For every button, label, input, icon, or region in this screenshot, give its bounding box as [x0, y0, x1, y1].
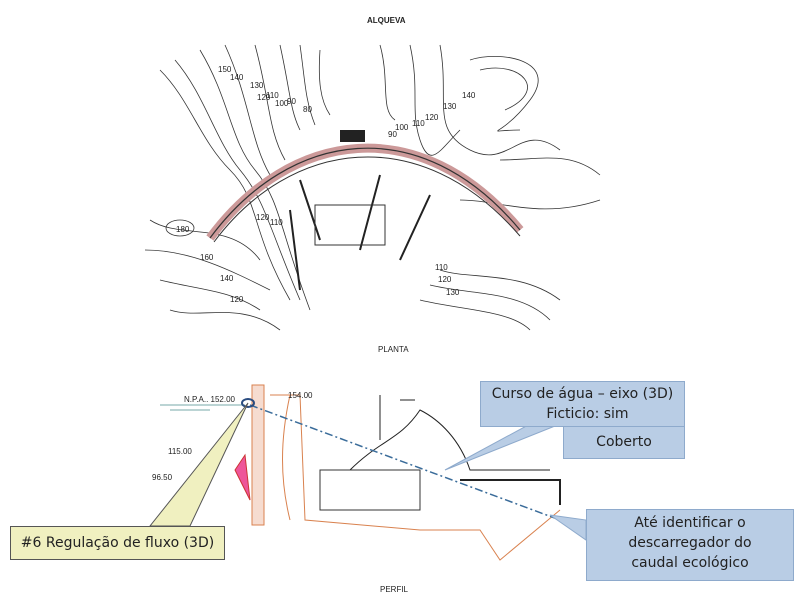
- flow-callout-pointer: [148, 402, 249, 527]
- svg-text:110: 110: [270, 218, 283, 227]
- svg-text:90: 90: [388, 130, 397, 139]
- title-planta: PLANTA: [378, 345, 409, 354]
- discharge-callout: Até identificar o descarregador do cauda…: [586, 509, 794, 581]
- plan-contours: [144, 44, 601, 331]
- svg-text:80: 80: [303, 105, 312, 114]
- svg-text:160: 160: [200, 253, 214, 262]
- profile-labels: N.P.A.. 152.00 154.00 115.00 96.50: [152, 391, 313, 482]
- svg-text:120: 120: [230, 295, 244, 304]
- svg-text:120: 120: [257, 93, 271, 102]
- title-alqueva: ALQUEVA: [367, 16, 406, 25]
- svg-text:110: 110: [266, 91, 279, 100]
- svg-text:130: 130: [446, 288, 460, 297]
- svg-text:140: 140: [462, 91, 476, 100]
- svg-text:110: 110: [412, 119, 425, 128]
- svg-text:120: 120: [425, 113, 439, 122]
- svg-text:180: 180: [176, 225, 190, 234]
- level-115-label: 115.00: [168, 447, 192, 456]
- title-perfil: PERFIL: [380, 585, 409, 594]
- svg-text:110: 110: [435, 263, 448, 272]
- svg-text:90: 90: [287, 97, 296, 106]
- svg-text:140: 140: [230, 73, 244, 82]
- watercourse-callout-line1: Curso de água – eixo (3D): [491, 386, 674, 402]
- level-96-label: 96.50: [152, 473, 173, 482]
- crest-label: 154.00: [288, 391, 313, 400]
- svg-text:100: 100: [395, 123, 409, 132]
- npa-label: N.P.A.. 152.00: [184, 395, 236, 404]
- discharge-callout-pointer: [549, 514, 587, 541]
- svg-text:140: 140: [220, 274, 234, 283]
- svg-text:120: 120: [438, 275, 452, 284]
- plan-dam: [206, 130, 524, 291]
- svg-text:150: 150: [218, 65, 232, 74]
- svg-text:130: 130: [443, 102, 457, 111]
- watercourse-callout-line2: Ficticio: sim: [546, 406, 629, 422]
- watercourse-callout-pointer: [444, 423, 561, 471]
- flow-regulation-callout: #6 Regulação de fluxo (3D): [10, 526, 225, 560]
- watercourse-callout: Curso de água – eixo (3D) Ficticio: sim: [480, 381, 685, 427]
- svg-text:130: 130: [250, 81, 264, 90]
- svg-text:120: 120: [256, 213, 270, 222]
- profile-drawing: [160, 384, 561, 561]
- svg-text:100: 100: [275, 99, 289, 108]
- covered-callout: Coberto: [563, 427, 685, 459]
